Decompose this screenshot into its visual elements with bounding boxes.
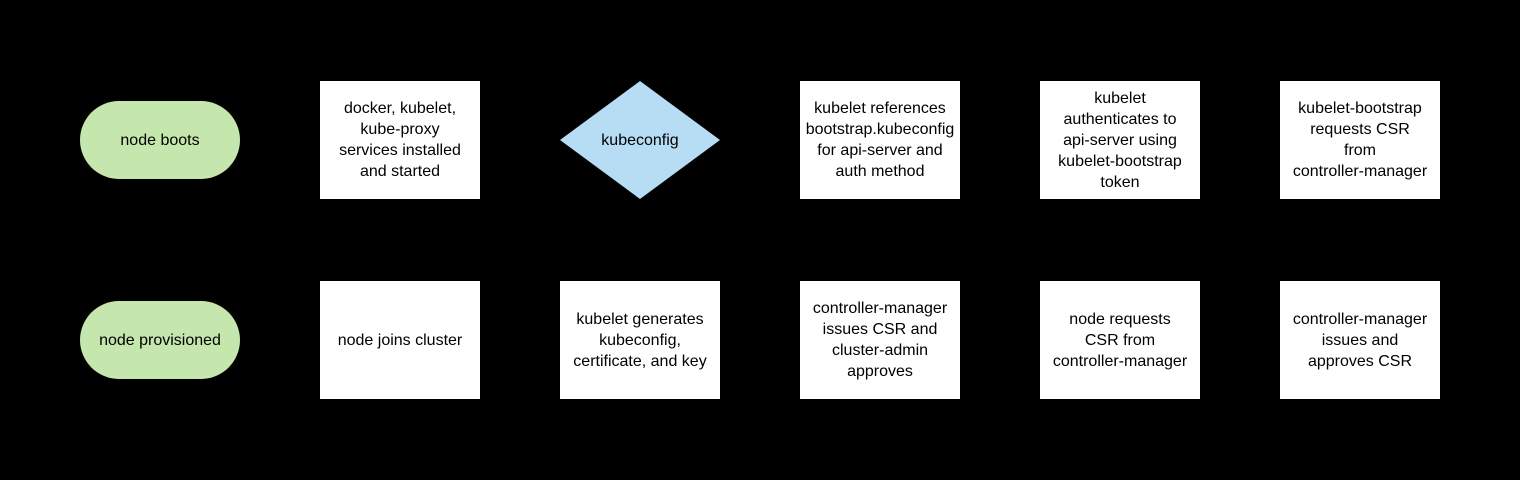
node-label: docker, kubelet, kube-proxy services ins… xyxy=(339,100,461,180)
node-label: kubelet authenticates to api-server usin… xyxy=(1058,89,1182,191)
bootstrap-requests-csr-process: kubelet-bootstrap requests CSR from cont… xyxy=(1280,81,1440,199)
node-requests-csr-process: node requests CSR from controller-manage… xyxy=(1040,281,1200,399)
kubeconfig-decision: kubeconfig xyxy=(560,81,720,199)
kubelet-authenticates-process: kubelet authenticates to api-server usin… xyxy=(1040,81,1200,199)
node-label: node joins cluster xyxy=(337,331,463,349)
node-label: kubelet generates kubeconfig, certificat… xyxy=(573,310,707,370)
node-label: kubelet references bootstrap.kubeconfig … xyxy=(805,100,955,180)
node-provisioned-state: node provisioned xyxy=(80,301,240,379)
cm-issues-admin-approves-process: controller-manager issues CSR and cluste… xyxy=(800,281,960,399)
services-installed-process: docker, kubelet, kube-proxy services ins… xyxy=(320,81,480,199)
kubelet-generates-process: kubelet generates kubeconfig, certificat… xyxy=(560,281,720,399)
node-label: kubeconfig xyxy=(601,131,679,149)
node-label: node provisioned xyxy=(99,331,221,349)
kubelet-references-process: kubelet references bootstrap.kubeconfig … xyxy=(800,81,960,199)
cm-issues-approves-csr-process: controller-manager issues and approves C… xyxy=(1280,281,1440,399)
node-label: kubelet-bootstrap requests CSR from cont… xyxy=(1292,100,1428,180)
node-boots-state: node boots xyxy=(80,101,240,179)
node-joins-cluster-process: node joins cluster xyxy=(320,281,480,399)
node-label: controller-manager issues CSR and cluste… xyxy=(812,300,948,380)
node-label: node requests CSR from controller-manage… xyxy=(1052,310,1188,370)
node-label: controller-manager issues and approves C… xyxy=(1292,310,1428,370)
node-label: node boots xyxy=(120,131,200,149)
